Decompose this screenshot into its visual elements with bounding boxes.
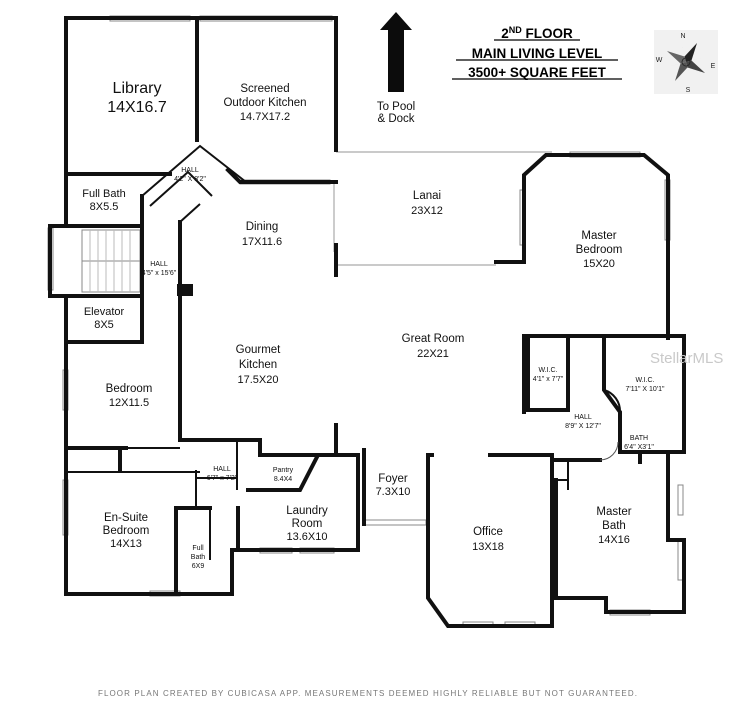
compass-east: E	[711, 63, 716, 70]
hall-left-name: HALL	[150, 261, 168, 268]
pantry-dim: 8.4X4	[274, 476, 292, 483]
wall	[602, 334, 686, 454]
compass-west: W	[656, 57, 663, 64]
doors-layer	[599, 389, 622, 461]
staircase	[81, 229, 141, 293]
bedroom-dim: 12X11.5	[109, 397, 149, 409]
compass-rose: N E S W	[654, 30, 718, 94]
wall	[554, 460, 686, 614]
master-bedroom-name-2: Bedroom	[576, 244, 623, 256]
wic-left-name: W.I.C.	[538, 367, 557, 374]
ensuite-dim: 14X13	[110, 538, 142, 550]
compass-north: N	[680, 33, 685, 40]
kitchen-name-1: Gourmet	[236, 344, 282, 356]
outdoor-kitchen-name-2: Outdoor Kitchen	[223, 97, 306, 109]
window	[677, 484, 684, 516]
great-room-name: Great Room	[402, 333, 465, 345]
wic-right-dim: 7'11" X 10'1"	[625, 386, 665, 393]
pool-arrow: To Pool & Dock	[377, 12, 415, 125]
wall	[426, 453, 554, 628]
outdoor-kitchen-name-1: Screened	[240, 83, 289, 95]
wall	[64, 340, 128, 450]
watermark: StellarMLS	[650, 350, 723, 367]
master-bath-dim: 14X16	[598, 534, 630, 546]
library-dim: 14X16.7	[107, 99, 167, 116]
arrow-up-icon	[380, 12, 412, 92]
library-name: Library	[113, 80, 162, 97]
hall-master-dim: 8'9" X 12'7"	[565, 423, 601, 430]
wall	[64, 172, 144, 228]
wall	[488, 453, 554, 628]
wall	[174, 506, 212, 596]
full-bath-top-dim: 8X5.5	[90, 201, 119, 213]
wall	[178, 438, 262, 457]
wic-right-name: W.I.C.	[635, 377, 654, 384]
kitchen-name-2: Kitchen	[239, 359, 277, 371]
title-line-2: MAIN LIVING LEVEL	[472, 46, 603, 61]
ensuite-name-2: Bedroom	[103, 525, 150, 537]
hall-left-dim: 4'5" x 15'6"	[142, 270, 177, 277]
ensuite-name-1: En-Suite	[104, 512, 148, 524]
door-arc	[599, 441, 619, 461]
laundry-dim: 13.6X10	[287, 531, 328, 543]
title-block: 2ND FLOOR MAIN LIVING LEVEL 3500+ SQUARE…	[452, 25, 622, 80]
column	[177, 284, 193, 296]
hall-top-dim: 4'2" X 8'2"	[174, 176, 206, 183]
master-bath-name-2: Bath	[602, 520, 626, 532]
master-bedroom-dim: 15X20	[583, 258, 615, 270]
room-labels: Library 14X16.7 Screened Outdoor Kitchen…	[82, 80, 665, 570]
laundry-name-2: Room	[292, 518, 323, 530]
wall	[526, 336, 570, 412]
footer-disclaimer: FLOOR PLAN CREATED BY CUBICASA APP. MEAS…	[98, 689, 638, 698]
wall	[64, 294, 144, 344]
wall	[246, 453, 322, 492]
pantry-name: Pantry	[273, 467, 294, 474]
master-bedroom-name-1: Master	[581, 230, 616, 242]
elevator-name: Elevator	[84, 306, 125, 318]
wall	[494, 153, 670, 340]
compass-south: S	[686, 87, 691, 94]
full-bath-small-dim: 6X9	[192, 563, 205, 570]
laundry-name-1: Laundry	[286, 505, 328, 517]
lanai-dim: 23X12	[411, 205, 443, 217]
hall-lower-dim: 6'7" x 7'2"	[207, 475, 238, 482]
elevator-dim: 8X5	[94, 319, 114, 331]
master-bath-name-1: Master	[596, 506, 631, 518]
title-line-3: 3500+ SQUARE FEET	[468, 65, 606, 80]
wall	[64, 446, 234, 596]
wall	[48, 224, 144, 298]
full-bath-small-name-2: Bath	[191, 554, 206, 561]
office-name: Office	[473, 526, 503, 538]
door-arc	[603, 389, 622, 413]
bath-small-name: BATH	[630, 435, 648, 442]
walls-layer	[48, 16, 686, 628]
office-dim: 13X18	[472, 541, 504, 553]
dining-name: Dining	[246, 221, 279, 233]
bath-small-dim: 6'4" X3'1"	[624, 444, 654, 451]
hall-lower-name: HALL	[213, 466, 231, 473]
full-bath-top-name: Full Bath	[82, 188, 125, 200]
lanai-name: Lanai	[413, 190, 441, 202]
wic-left-dim: 4'1" x 7'7"	[533, 376, 564, 383]
kitchen-dim: 17.5X20	[238, 374, 279, 386]
bedroom-name: Bedroom	[106, 383, 153, 395]
great-room-dim: 22X21	[417, 348, 449, 360]
compass-star-icon	[666, 42, 706, 82]
window	[363, 519, 427, 526]
title-line-1: 2ND FLOOR	[501, 25, 573, 41]
foyer-name: Foyer	[378, 473, 408, 485]
wall	[149, 170, 213, 207]
hall-top-name: HALL	[181, 167, 199, 174]
outdoor-kitchen-dim: 14.7X17.2	[240, 111, 290, 123]
full-bath-small-name-1: Full	[192, 545, 204, 552]
hall-master-name: HALL	[574, 414, 592, 421]
wall	[179, 203, 201, 223]
arrow-label-2: & Dock	[377, 113, 414, 125]
foyer-dim: 7.3X10	[376, 486, 411, 498]
wall	[64, 16, 338, 176]
dining-dim: 17X11.6	[242, 236, 282, 248]
wall	[225, 167, 338, 184]
arrow-label-1: To Pool	[377, 101, 415, 113]
